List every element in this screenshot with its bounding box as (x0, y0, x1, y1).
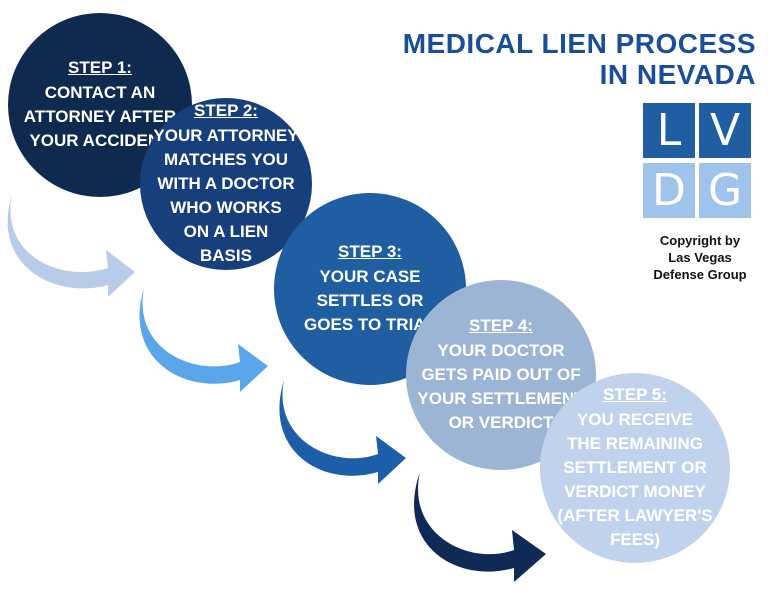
arrow-step2-to-step3 (139, 288, 268, 392)
step-3-text: YOUR CASE SETTLES OR GOES TO TRIAL (304, 267, 436, 334)
step-5-circle: STEP 5: YOU RECEIVE THE REMAINING SETTLE… (540, 373, 730, 563)
logo-tile-g: G (699, 163, 751, 218)
step-4-label: STEP 4: (469, 316, 533, 335)
step-5-text: YOU RECEIVE THE REMAINING SETTLEMENT OR … (557, 410, 713, 549)
arrow-step4-to-step5 (414, 472, 546, 582)
step-2-label: STEP 2: (194, 101, 258, 120)
lvdg-logo: L V D G (643, 103, 751, 218)
step-4-text: YOUR DOCTOR GETS PAID OUT OF YOUR SETTLE… (417, 341, 585, 432)
logo-tile-v: V (699, 103, 751, 158)
step-2-text: YOUR ATTORNEY MATCHES YOU WITH A DOCTOR … (153, 126, 299, 265)
arrow-step3-to-step4 (279, 380, 406, 484)
arrow-step1-to-step2 (7, 195, 135, 297)
copyright-notice: Copyright by Las Vegas Defense Group (653, 233, 747, 282)
step-1-label: STEP 1: (68, 58, 132, 77)
logo-tile-l: L (643, 103, 695, 158)
step-1-text: CONTACT AN ATTORNEY AFTER YOUR ACCIDENT (23, 83, 177, 150)
infographic-title: MEDICAL LIEN PROCESS IN NEVADA (402, 28, 756, 90)
step-5-label: STEP 5: (603, 385, 667, 404)
step-2-circle: STEP 2: YOUR ATTORNEY MATCHES YOU WITH A… (140, 98, 312, 270)
step-3-label: STEP 3: (338, 242, 402, 261)
logo-tile-d: D (643, 163, 695, 218)
